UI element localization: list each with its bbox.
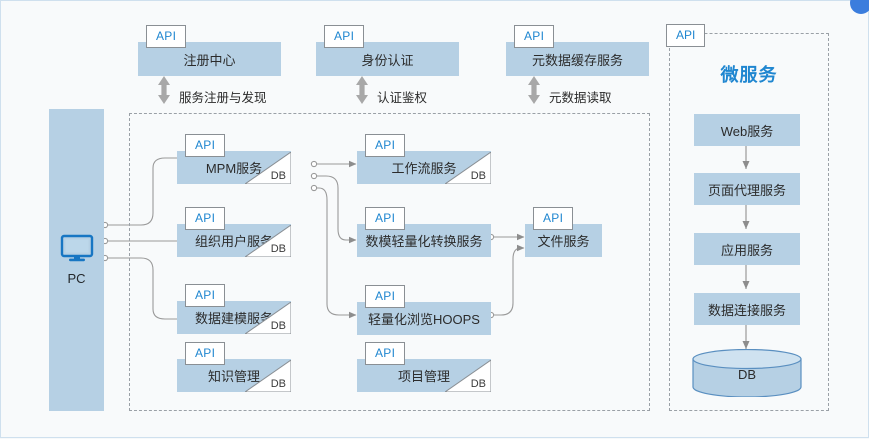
service-card-project-management[interactable]: API 项目管理 DB	[357, 342, 491, 392]
micro-box-label: Web服务	[720, 123, 774, 139]
db-corner-label: DB	[470, 170, 486, 182]
micro-box-application[interactable]: 应用服务	[694, 233, 800, 265]
service-card-metadata-cache[interactable]: API 元数据缓存服务	[506, 25, 649, 76]
microservice-panel	[669, 33, 829, 411]
decorative-dot	[850, 0, 869, 14]
db-corner: DB	[445, 360, 491, 392]
service-card-identity[interactable]: API 身份认证	[316, 25, 459, 76]
service-card-lightweight-viewer-hoops[interactable]: API 轻量化浏览HOOPS	[357, 285, 491, 335]
db-corner-label: DB	[270, 320, 286, 332]
database-label: DB	[737, 367, 757, 382]
service-label: 身份认证	[361, 52, 414, 68]
api-tab: API	[185, 207, 226, 230]
api-tab: API	[533, 207, 574, 230]
service-label: 项目管理	[397, 369, 450, 384]
service-label: MPM服务	[205, 161, 263, 176]
api-tab: API	[324, 25, 365, 48]
db-corner-label: DB	[270, 243, 286, 255]
service-card-registry[interactable]: API 注册中心	[138, 25, 281, 76]
api-tab: API	[365, 134, 406, 157]
main-services-container	[129, 113, 650, 411]
service-card-file[interactable]: API 文件服务	[525, 207, 602, 257]
api-tab: API	[365, 285, 406, 308]
db-corner: DB	[245, 152, 291, 184]
service-label: 轻量化浏览HOOPS	[368, 312, 480, 327]
service-label: 数据建模服务	[194, 311, 273, 326]
client-pc[interactable]: PC	[49, 109, 104, 411]
service-label: 数模轻量化转换服务	[365, 234, 483, 249]
service-card-org-user[interactable]: API 组织用户服务 DB	[177, 207, 291, 257]
db-corner: DB	[245, 360, 291, 392]
service-card-mpm[interactable]: API MPM服务 DB	[177, 134, 291, 184]
micro-box-web[interactable]: Web服务	[694, 114, 800, 146]
micro-box-label: 数据连接服务	[707, 302, 786, 318]
db-cylinder-icon	[692, 348, 802, 398]
api-tab: API	[185, 342, 226, 365]
service-label: 注册中心	[183, 52, 236, 68]
api-tab: API	[185, 134, 226, 157]
arrow-caption-registry: 服务注册与发现	[179, 91, 267, 105]
service-label: 知识管理	[207, 369, 260, 384]
api-tab: API	[146, 25, 187, 48]
db-corner: DB	[245, 225, 291, 257]
micro-box-label: 页面代理服务	[707, 182, 786, 198]
db-corner-label: DB	[470, 378, 486, 390]
service-label: 工作流服务	[391, 161, 457, 176]
client-label: PC	[67, 271, 86, 286]
micro-box-page-proxy[interactable]: 页面代理服务	[694, 173, 800, 205]
micro-box-label: 应用服务	[720, 242, 773, 258]
db-corner-label: DB	[270, 378, 286, 390]
db-corner: DB	[245, 302, 291, 334]
service-card-model-lightweight-convert[interactable]: API 数模轻量化转换服务	[357, 207, 491, 257]
arrow-caption-metadata-cache: 元数据读取	[549, 91, 612, 105]
service-label: 元数据缓存服务	[531, 52, 623, 68]
service-card-data-modeling[interactable]: API 数据建模服务 DB	[177, 284, 291, 334]
service-card-knowledge[interactable]: API 知识管理 DB	[177, 342, 291, 392]
service-label: 文件服务	[537, 234, 590, 249]
db-corner: DB	[445, 152, 491, 184]
microservice-panel-title: 微服务	[720, 65, 778, 85]
db-corner-label: DB	[270, 170, 286, 182]
database-cylinder[interactable]: DB	[691, 348, 803, 398]
api-tab: API	[514, 25, 555, 48]
api-tab: API	[365, 207, 406, 230]
api-tab-microservice: API	[666, 24, 706, 47]
monitor-icon	[60, 234, 94, 267]
service-card-workflow[interactable]: API 工作流服务 DB	[357, 134, 491, 184]
service-label: 组织用户服务	[194, 234, 273, 249]
micro-box-data-connection[interactable]: 数据连接服务	[694, 293, 800, 325]
api-tab: API	[365, 342, 406, 365]
arrow-caption-identity: 认证鉴权	[377, 91, 428, 105]
api-tab: API	[185, 284, 226, 307]
